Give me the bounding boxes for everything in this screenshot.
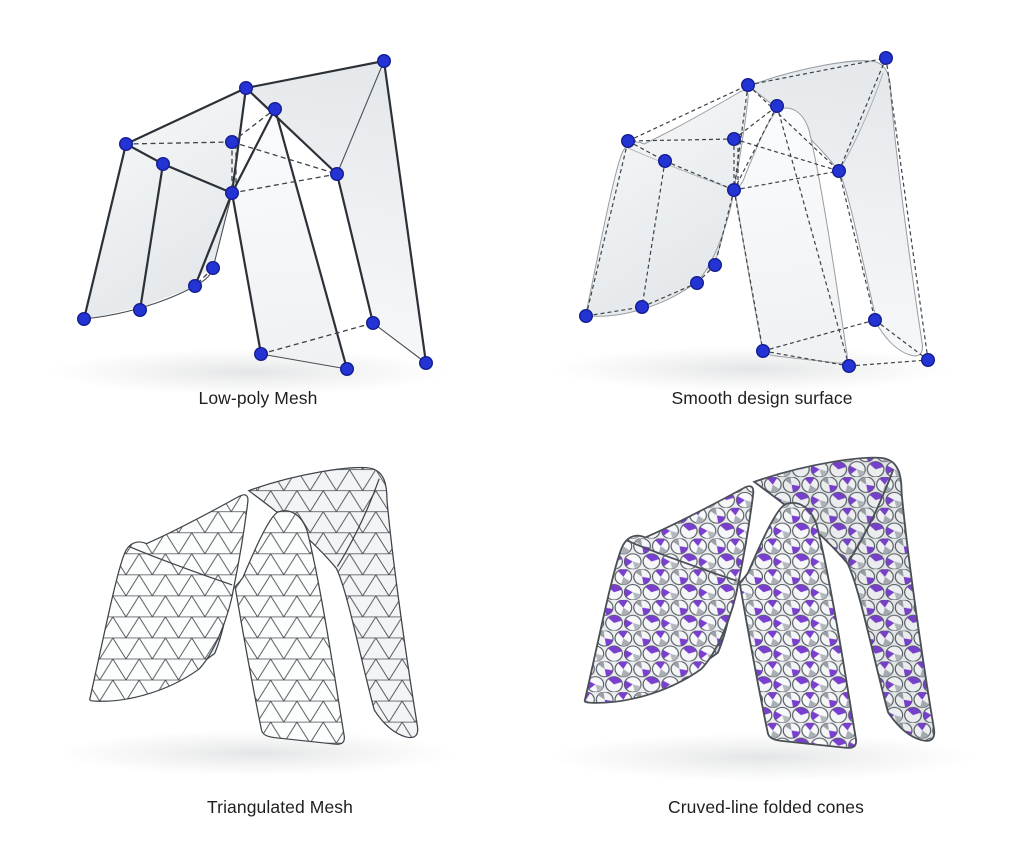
triangulated-surfaces bbox=[89, 466, 419, 745]
mesh-faces bbox=[84, 61, 426, 369]
low-poly-mesh-figure bbox=[50, 54, 450, 395]
control-cage-dashed bbox=[585, 57, 929, 367]
caption-cruved-line-folded-cones: Cruved-line folded cones bbox=[668, 797, 864, 817]
folded-cones-figure bbox=[549, 456, 976, 782]
caption-triangulated-mesh: Triangulated Mesh bbox=[207, 797, 353, 817]
caption-low-poly-mesh: Low-poly Mesh bbox=[198, 388, 318, 408]
ground-shadow bbox=[549, 733, 976, 782]
ground-shadow bbox=[50, 349, 450, 395]
ground-shadow bbox=[56, 730, 457, 777]
ground-shadow bbox=[552, 346, 952, 392]
caption-smooth-design-surface: Smooth design surface bbox=[671, 388, 853, 408]
mesh-hidden-edges-dashed bbox=[125, 108, 374, 355]
smooth-design-surface-figure bbox=[552, 51, 952, 392]
folded-cone-surfaces bbox=[583, 456, 936, 749]
triangulated-mesh-figure bbox=[56, 466, 457, 777]
mesh-thin-edges bbox=[83, 60, 427, 370]
